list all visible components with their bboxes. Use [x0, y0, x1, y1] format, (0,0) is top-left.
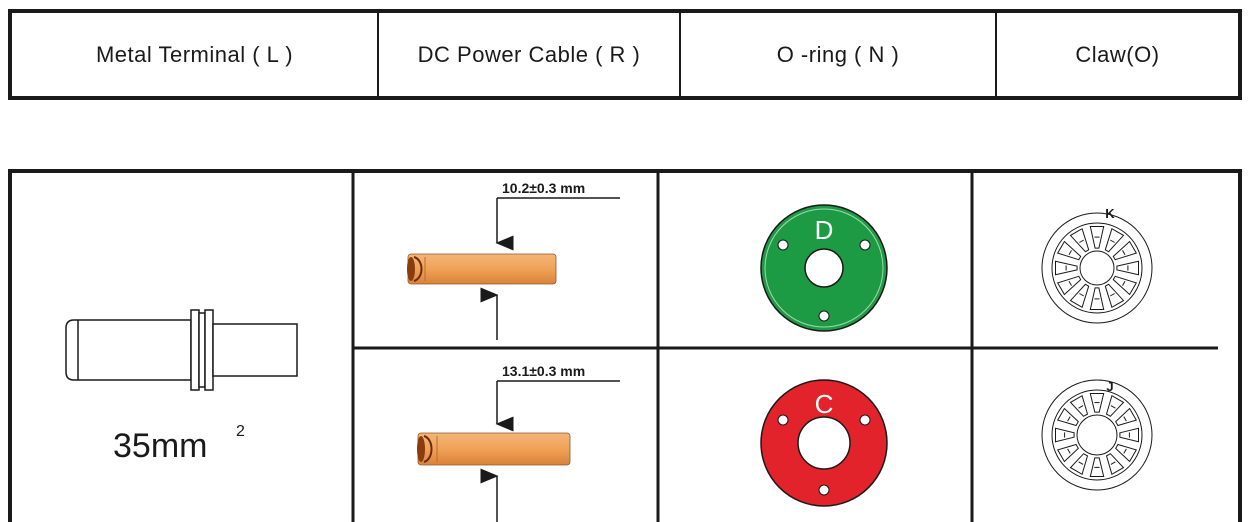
claw-2: [1041, 379, 1153, 491]
claw-finger-slot: [1068, 250, 1072, 255]
claw-finger: [1105, 394, 1125, 417]
claw-finger: [1105, 453, 1125, 476]
claw-finger: [1056, 275, 1082, 296]
header-row: Metal Terminal ( L ) DC Power Cable ( R …: [8, 9, 1242, 100]
claw-finger-slot: [1122, 250, 1126, 255]
o-ring-1: [760, 204, 888, 332]
claw-finger: [1112, 275, 1138, 296]
cable-drawing-2: [417, 432, 571, 466]
claw-finger-slot: [1110, 293, 1115, 297]
claw-finger-slot: [1068, 281, 1072, 286]
claw-finger-slot: [1123, 448, 1127, 454]
claw-1: [1041, 212, 1153, 324]
cable-drawing-1: [407, 253, 557, 285]
claw-finger: [1069, 453, 1089, 476]
claw-finger-slot: [1067, 416, 1071, 422]
cable-dimension-1: [480, 197, 620, 340]
claw-finger: [1056, 407, 1079, 427]
claw-finger-slot: [1110, 405, 1116, 409]
claw-finger: [1069, 394, 1089, 417]
terminal-size-superscript: 2: [236, 423, 245, 440]
claw-finger: [1112, 240, 1138, 261]
terminal-size-label: 35mm: [113, 427, 207, 465]
claw-finger-slot: [1079, 239, 1084, 243]
claw-letter-2: J: [1106, 379, 1113, 394]
claw-letter-1: K: [1105, 206, 1115, 221]
header-dc-power-cable: DC Power Cable ( R ): [377, 13, 679, 96]
claw-finger-slot: [1123, 416, 1127, 422]
o-ring-2: [760, 379, 888, 507]
o-ring-letter-1: D: [815, 215, 834, 245]
header-claw: Claw(O): [995, 13, 1238, 96]
claw-finger: [1104, 227, 1125, 253]
metal-terminal-drawing: [65, 309, 298, 391]
claw-finger: [1069, 227, 1090, 253]
claw-finger-slot: [1078, 461, 1084, 465]
header-o-ring: O -ring ( N ): [679, 13, 995, 96]
claw-finger-slot: [1078, 405, 1084, 409]
claw-finger: [1069, 283, 1090, 309]
claw-finger: [1056, 443, 1079, 463]
claw-finger-slot: [1067, 448, 1071, 454]
o-ring-letter-2: C: [815, 389, 834, 419]
claw-finger: [1115, 407, 1138, 427]
cable-diameter-label-2: 13.1±0.3 mm: [502, 363, 585, 379]
claw-finger: [1056, 240, 1082, 261]
claw-finger-slot: [1122, 281, 1126, 286]
cable-dimension-2: [480, 380, 620, 522]
claw-finger-slot: [1079, 293, 1084, 297]
claw-finger-slot: [1110, 461, 1116, 465]
header-metal-terminal: Metal Terminal ( L ): [95, 41, 294, 67]
claw-finger: [1104, 283, 1125, 309]
claw-finger: [1115, 443, 1138, 463]
claw-finger-slot: [1110, 239, 1115, 243]
cable-diameter-label-1: 10.2±0.3 mm: [502, 180, 585, 196]
